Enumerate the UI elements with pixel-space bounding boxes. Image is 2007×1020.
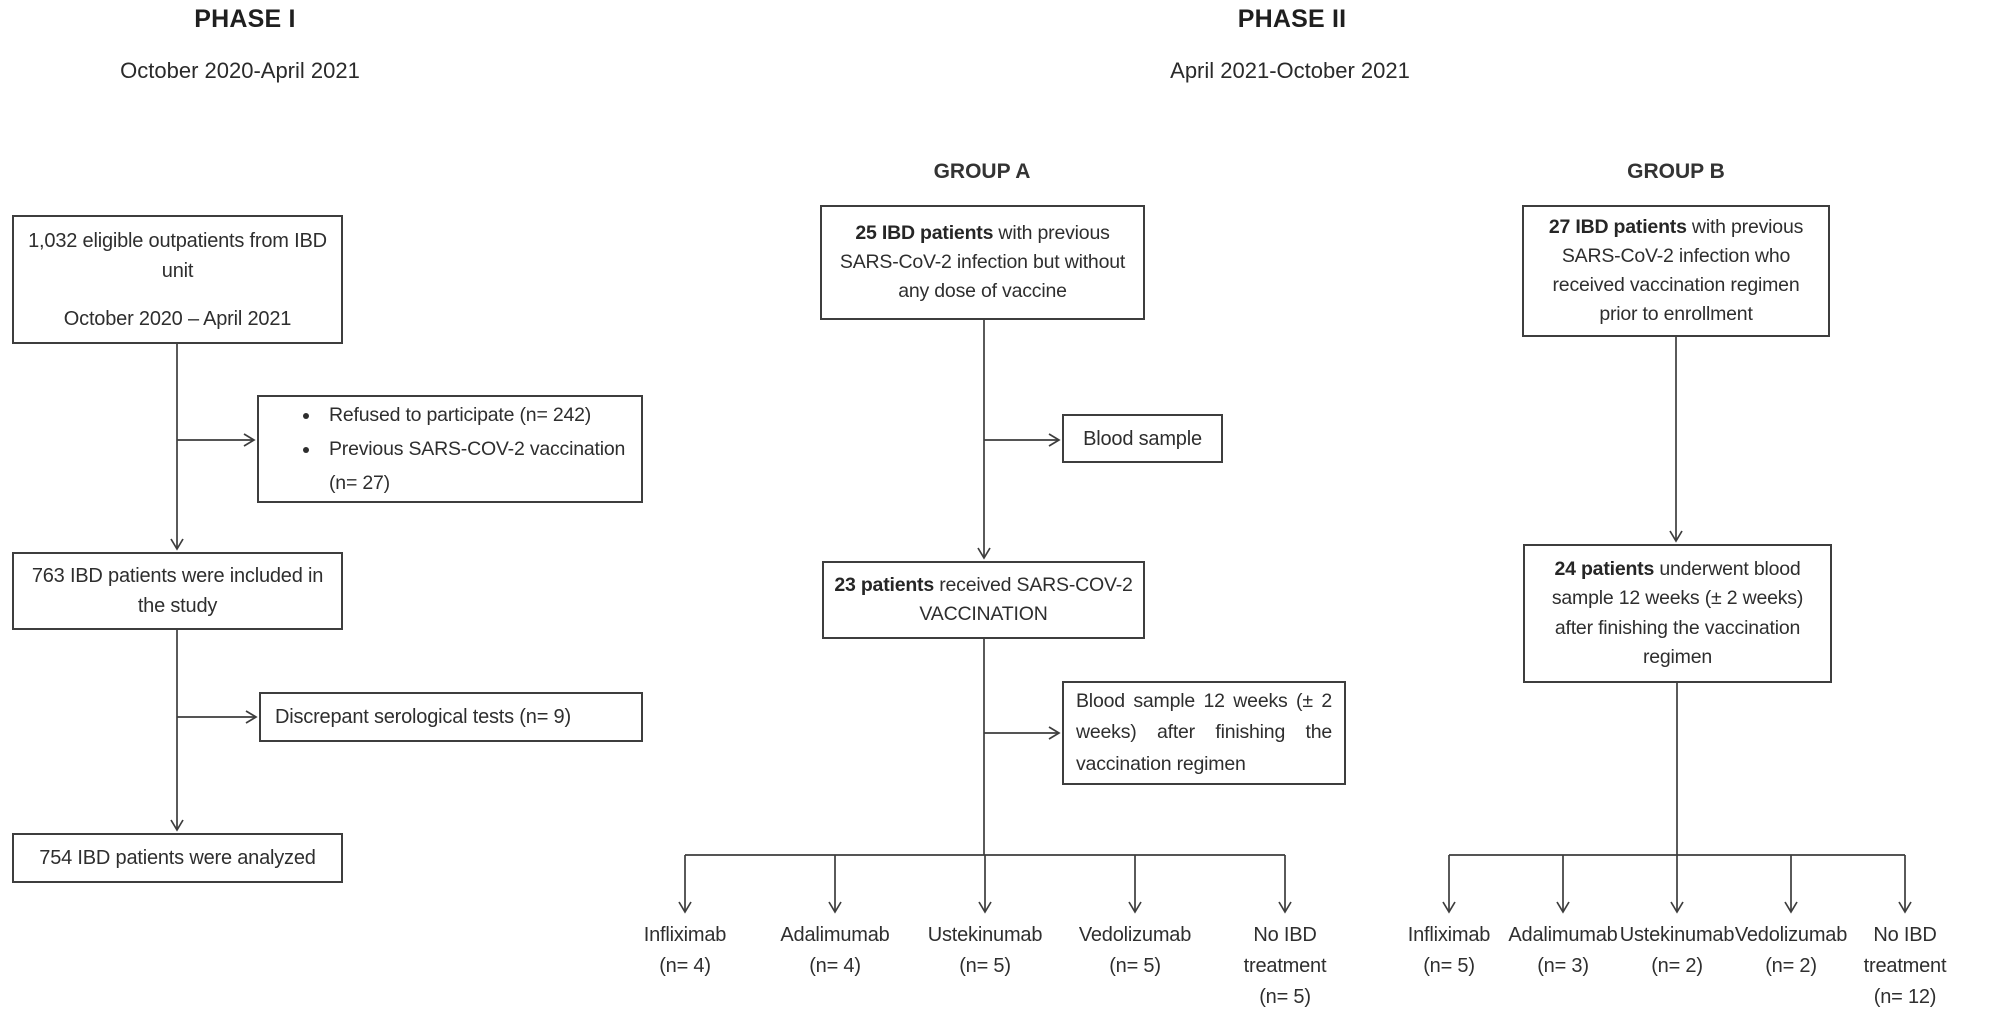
discrepant-tests-box: Discrepant serological tests (n= 9): [259, 692, 643, 742]
treatment-n: (n= 2): [1765, 955, 1817, 977]
phase1-dates: October 2020-April 2021: [120, 58, 360, 83]
treatment-n: (n= 5): [1259, 986, 1311, 1008]
groupA-vaccinated-count: 23 patients: [834, 573, 934, 596]
recruitment-period-text: October 2020 – April 2021: [63, 307, 292, 330]
treatment-n: (n= 4): [809, 955, 861, 977]
phase2-dates: April 2021-October 2021: [1170, 58, 1410, 83]
groupB-title: GROUP B: [1627, 160, 1725, 183]
treatment-name: No IBD treatment: [1863, 924, 1947, 977]
exclusion-item: Refused to participate (n= 242): [321, 398, 641, 432]
treatment-label: No IBD treatment (n= 5): [1230, 920, 1340, 1013]
treatment-label: Infliximab (n= 5): [1374, 920, 1524, 982]
groupA-vaccinated-desc: received SARS-COV-2 VACCINATION: [919, 573, 1133, 625]
exclusions-box: Refused to participate (n= 242) Previous…: [257, 395, 643, 503]
treatment-label: Adalimumab (n= 4): [760, 920, 910, 982]
treatment-name: Adalimumab: [1508, 924, 1618, 946]
discrepant-tests-text: Discrepant serological tests (n= 9): [275, 706, 571, 728]
eligible-outpatients-box: 1,032 eligible outpatients from IBD unit…: [12, 215, 343, 344]
treatment-n: (n= 5): [1423, 955, 1475, 977]
exclusion-item: Previous SARS-COV-2 vaccination (n= 27): [321, 432, 641, 500]
groupA-title: GROUP A: [933, 160, 1031, 183]
groupB-sampled-count: 24 patients: [1554, 558, 1655, 580]
treatment-n: (n= 2): [1651, 955, 1703, 977]
treatment-label: Ustekinumab (n= 2): [1602, 920, 1752, 982]
included-patients-text: 763 IBD patients were included in the st…: [31, 565, 324, 617]
groupB-bloodsample-text: 24 patients underwent blood sample 12 we…: [1533, 555, 1822, 672]
groupB-sampled-desc: underwent blood sample 12 weeks (± 2 wee…: [1551, 558, 1804, 668]
treatment-label: Adalimumab (n= 3): [1488, 920, 1638, 982]
blood-sample-12weeks-box: Blood sample 12 weeks (± 2 weeks) after …: [1062, 681, 1346, 785]
groupA-count: 25 IBD patients: [855, 221, 994, 244]
treatment-name: Vedolizumab: [1734, 924, 1848, 946]
treatment-n: (n= 5): [1109, 955, 1161, 977]
phase1-title: PHASE I: [194, 5, 296, 33]
treatment-name: Ustekinumab: [1619, 924, 1735, 946]
treatment-name: Adalimumab: [780, 924, 890, 946]
treatment-n: (n= 3): [1537, 955, 1589, 977]
blood-sample-12weeks-text: Blood sample 12 weeks (± 2 weeks) after …: [1076, 689, 1332, 775]
treatment-label: Vedolizumab (n= 2): [1716, 920, 1866, 982]
treatment-label: Ustekinumab (n= 5): [910, 920, 1060, 982]
treatment-n: (n= 12): [1873, 986, 1937, 1008]
groupB-enrollment-text: 27 IBD patients with previous SARS-CoV-2…: [1532, 213, 1820, 330]
groupB-bloodsample-box: 24 patients underwent blood sample 12 we…: [1523, 544, 1832, 683]
groupB-enrollment-box: 27 IBD patients with previous SARS-CoV-2…: [1522, 205, 1830, 337]
analyzed-patients-box: 754 IBD patients were analyzed: [12, 833, 343, 883]
analyzed-patients-text: 754 IBD patients were analyzed: [39, 847, 316, 869]
groupB-desc: with previous SARS-CoV-2 infection who r…: [1552, 215, 1804, 326]
treatment-name: No IBD treatment: [1243, 924, 1327, 977]
treatment-name: Ustekinumab: [927, 924, 1043, 946]
groupA-enrollment-text: 25 IBD patients with previous SARS-CoV-2…: [830, 219, 1135, 307]
groupA-vaccination-text: 23 patients received SARS-COV-2 VACCINAT…: [832, 571, 1135, 630]
treatment-name: Vedolizumab: [1078, 924, 1192, 946]
treatment-n: (n= 5): [959, 955, 1011, 977]
eligible-outpatients-text: 1,032 eligible outpatients from IBD unit: [28, 229, 327, 282]
treatment-label: Vedolizumab (n= 5): [1060, 920, 1210, 982]
groupA-vaccination-box: 23 patients received SARS-COV-2 VACCINAT…: [822, 561, 1145, 639]
blood-sample-box: Blood sample: [1062, 414, 1223, 463]
treatment-name: Infliximab: [1407, 924, 1491, 946]
groupB-count: 27 IBD patients: [1548, 215, 1687, 238]
treatment-n: (n= 4): [659, 955, 711, 977]
treatment-label: No IBD treatment (n= 12): [1850, 920, 1960, 1013]
phase2-title: PHASE II: [1237, 5, 1347, 33]
included-patients-box: 763 IBD patients were included in the st…: [12, 552, 343, 630]
exclusions-list: Refused to participate (n= 242) Previous…: [259, 398, 641, 500]
groupA-enrollment-box: 25 IBD patients with previous SARS-CoV-2…: [820, 205, 1145, 320]
groupA-desc: with previous SARS-CoV-2 infection but w…: [839, 221, 1126, 303]
blood-sample-text: Blood sample: [1083, 427, 1202, 450]
treatment-label: Infliximab (n= 4): [610, 920, 760, 982]
treatment-name: Infliximab: [643, 924, 727, 946]
